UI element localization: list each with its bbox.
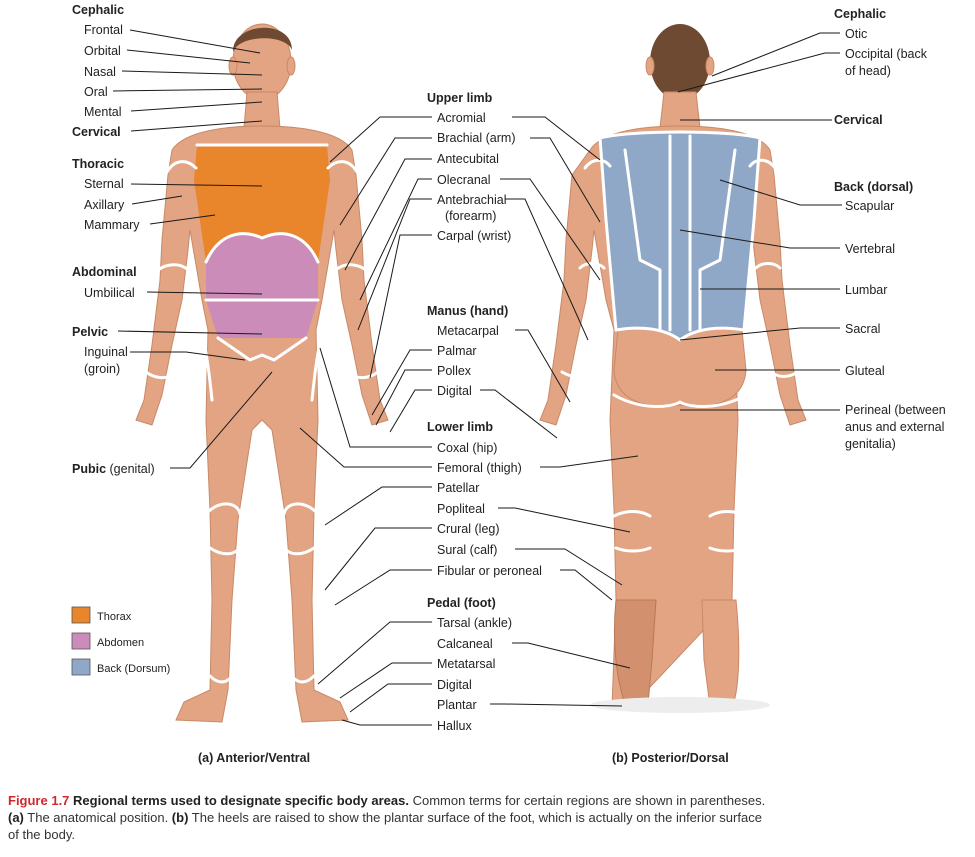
panel-title-anterior: (a) Anterior/Ventral bbox=[198, 751, 310, 765]
label-gluteal: Gluteal bbox=[845, 364, 885, 378]
label-mammary: Mammary bbox=[84, 218, 140, 232]
label-mental: Mental bbox=[84, 105, 122, 119]
label-cephalic-posterior: Cephalic bbox=[834, 7, 886, 21]
label-perineal-cont-1: anus and external bbox=[845, 420, 944, 434]
label-plantar: Plantar bbox=[437, 698, 477, 712]
label-orbital: Orbital bbox=[84, 44, 121, 58]
label-oral: Oral bbox=[84, 85, 108, 99]
legend-label-back: Back (Dorsum) bbox=[97, 663, 170, 675]
label-sacral: Sacral bbox=[845, 322, 880, 336]
legend-swatch-thorax bbox=[72, 607, 90, 623]
label-pollex: Pollex bbox=[437, 364, 472, 378]
label-axillary: Axillary bbox=[84, 198, 125, 212]
label-calcaneal: Calcaneal bbox=[437, 637, 493, 651]
label-manus: Manus (hand) bbox=[427, 304, 508, 318]
label-frontal: Frontal bbox=[84, 23, 123, 37]
label-sternal: Sternal bbox=[84, 177, 124, 191]
label-back-dorsal: Back (dorsal) bbox=[834, 180, 913, 194]
label-antecubital: Antecubital bbox=[437, 152, 499, 166]
label-fibular: Fibular or peroneal bbox=[437, 564, 542, 578]
label-brachial: Brachial (arm) bbox=[437, 131, 516, 145]
panel-title-posterior: (b) Posterior/Dorsal bbox=[612, 751, 729, 765]
legend-label-abdomen: Abdomen bbox=[97, 637, 144, 649]
label-scapular: Scapular bbox=[845, 199, 894, 213]
label-vertebral: Vertebral bbox=[845, 242, 895, 256]
label-cervical-posterior: Cervical bbox=[834, 113, 883, 127]
label-upper-limb: Upper limb bbox=[427, 91, 493, 105]
legend-label-thorax: Thorax bbox=[97, 611, 132, 623]
posterior-figure bbox=[540, 24, 806, 706]
caption-tag-a: (a) bbox=[8, 810, 24, 825]
label-umbilical: Umbilical bbox=[84, 286, 135, 300]
anterior-figure bbox=[136, 24, 388, 722]
label-pelvic: Pelvic bbox=[72, 325, 108, 339]
label-palmar: Palmar bbox=[437, 344, 477, 358]
floor-shadow bbox=[590, 697, 770, 713]
caption-text-2: The anatomical position. bbox=[24, 810, 172, 825]
label-acromial: Acromial bbox=[437, 111, 486, 125]
abdomen-region bbox=[206, 234, 318, 338]
label-crural: Crural (leg) bbox=[437, 522, 500, 536]
label-forearm: (forearm) bbox=[445, 209, 496, 223]
label-digital-foot: Digital bbox=[437, 678, 472, 692]
label-coxal: Coxal (hip) bbox=[437, 441, 497, 455]
middle-labels: Upper limb Acromial Brachial (arm) Antec… bbox=[427, 91, 542, 733]
label-olecranal: Olecranal bbox=[437, 173, 491, 187]
label-occipital: Occipital (back bbox=[845, 47, 928, 61]
label-thoracic: Thoracic bbox=[72, 157, 124, 171]
label-nasal: Nasal bbox=[84, 65, 116, 79]
label-femoral: Femoral (thigh) bbox=[437, 461, 522, 475]
label-abdominal: Abdominal bbox=[72, 265, 137, 279]
figure-title: Regional terms used to designate specifi… bbox=[73, 793, 409, 808]
label-metacarpal: Metacarpal bbox=[437, 324, 499, 338]
label-digital-hand: Digital bbox=[437, 384, 472, 398]
label-perineal-cont-2: genitalia) bbox=[845, 437, 896, 451]
label-lumbar: Lumbar bbox=[845, 283, 887, 297]
label-inguinal: Inguinal bbox=[84, 345, 128, 359]
label-lower-limb: Lower limb bbox=[427, 420, 493, 434]
label-pubic: Pubic (genital) bbox=[72, 462, 155, 476]
back-region bbox=[600, 132, 760, 340]
legend-swatch-abdomen bbox=[72, 633, 90, 649]
label-hallux: Hallux bbox=[437, 719, 472, 733]
label-sural: Sural (calf) bbox=[437, 543, 497, 557]
legend-swatch-back bbox=[72, 659, 90, 675]
label-groin: (groin) bbox=[84, 362, 120, 376]
caption-text-1: Common terms for certain regions are sho… bbox=[409, 793, 765, 808]
legend: Thorax Abdomen Back (Dorsum) bbox=[72, 607, 170, 675]
label-otic: Otic bbox=[845, 27, 867, 41]
label-perineal: Perineal (between bbox=[845, 403, 946, 417]
back-fill bbox=[600, 132, 760, 340]
label-patellar: Patellar bbox=[437, 481, 479, 495]
label-tarsal: Tarsal (ankle) bbox=[437, 616, 512, 630]
figure-caption: Figure 1.7 Regional terms used to design… bbox=[8, 792, 768, 843]
label-metatarsal: Metatarsal bbox=[437, 657, 495, 671]
label-carpal: Carpal (wrist) bbox=[437, 229, 511, 243]
label-cervical: Cervical bbox=[72, 125, 121, 139]
posterior-right-labels: Cephalic Otic Occipital (back of head) C… bbox=[834, 7, 946, 451]
abdomen-fill bbox=[206, 234, 318, 338]
label-cephalic: Cephalic bbox=[72, 3, 124, 17]
regional-terms-diagram: Cephalic Frontal Orbital Nasal Oral Ment… bbox=[0, 0, 975, 790]
figure-number: Figure 1.7 bbox=[8, 793, 69, 808]
label-pedal: Pedal (foot) bbox=[427, 596, 496, 610]
label-occipital-cont: of head) bbox=[845, 64, 891, 78]
caption-tag-b: (b) bbox=[172, 810, 189, 825]
label-popliteal: Popliteal bbox=[437, 502, 485, 516]
label-antebrachial: Antebrachial bbox=[437, 193, 507, 207]
